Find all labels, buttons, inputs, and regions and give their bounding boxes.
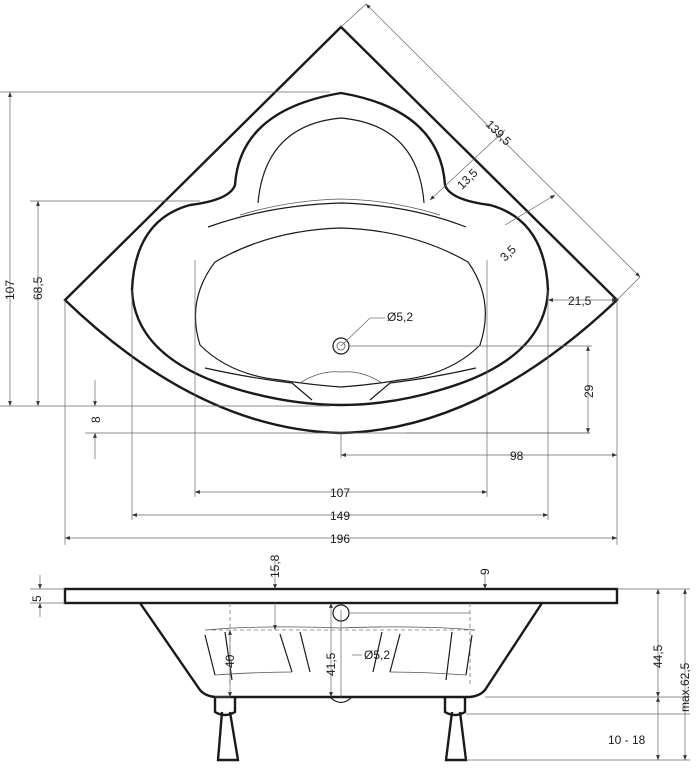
top-seat-ledge-inner xyxy=(239,198,441,216)
top-bottom-oval xyxy=(194,227,486,388)
side-seat-bottom xyxy=(214,671,467,676)
dim-15-8: 15,8 xyxy=(268,554,282,578)
dim-8: 8 xyxy=(89,416,103,423)
top-drain xyxy=(332,337,350,355)
dim-5: 5 xyxy=(30,595,44,602)
top-lower-wave xyxy=(299,371,383,384)
dim-44-5: 44,5 xyxy=(651,644,665,668)
dim-3-5: 3,5 xyxy=(497,242,519,264)
side-view: 5 15,8 9 40 41,5 Ø5,2 44,5 max.62,5 10 -… xyxy=(30,554,692,762)
top-lower-contour xyxy=(204,367,477,401)
side-rim xyxy=(63,587,619,605)
side-foot-right-leg xyxy=(444,711,468,762)
side-body xyxy=(139,602,544,699)
dim-139-5: 139,5 xyxy=(483,117,514,148)
dim-149: 149 xyxy=(330,509,350,523)
dim-107-vertical: 107 xyxy=(3,280,17,300)
dim-98: 98 xyxy=(510,449,524,463)
top-drain-inner xyxy=(336,341,346,351)
dim-107-horizontal: 107 xyxy=(330,486,350,500)
side-foot-right xyxy=(443,697,467,717)
side-drain-bottom xyxy=(329,696,353,704)
dim-41-5: 41,5 xyxy=(324,652,338,676)
side-foot-left-leg xyxy=(216,711,240,762)
top-view: 196 149 107 98 21,5 Ø5,2 107 68,5 8 29 1… xyxy=(0,3,641,546)
side-inner-curve xyxy=(204,626,476,631)
drain-diameter-side: Ø5,2 xyxy=(364,648,390,662)
dim-40: 40 xyxy=(223,654,237,668)
top-seat-ledge xyxy=(207,202,467,228)
top-basin-outline xyxy=(130,91,550,407)
dim-10-18: 10 - 18 xyxy=(608,733,646,747)
dim-max-62-5: max.62,5 xyxy=(678,662,692,712)
dim-13-5: 13,5 xyxy=(454,165,481,192)
side-foot-left xyxy=(213,697,237,717)
top-headrest xyxy=(257,117,425,204)
dim-196: 196 xyxy=(330,532,350,546)
dim-68-5: 68,5 xyxy=(31,276,45,300)
drain-diameter-top: Ø5,2 xyxy=(387,310,413,324)
dim-29: 29 xyxy=(582,384,596,398)
side-inner-dashed xyxy=(212,603,475,685)
dim-21-5: 21,5 xyxy=(568,294,592,308)
dim-9: 9 xyxy=(478,568,492,575)
